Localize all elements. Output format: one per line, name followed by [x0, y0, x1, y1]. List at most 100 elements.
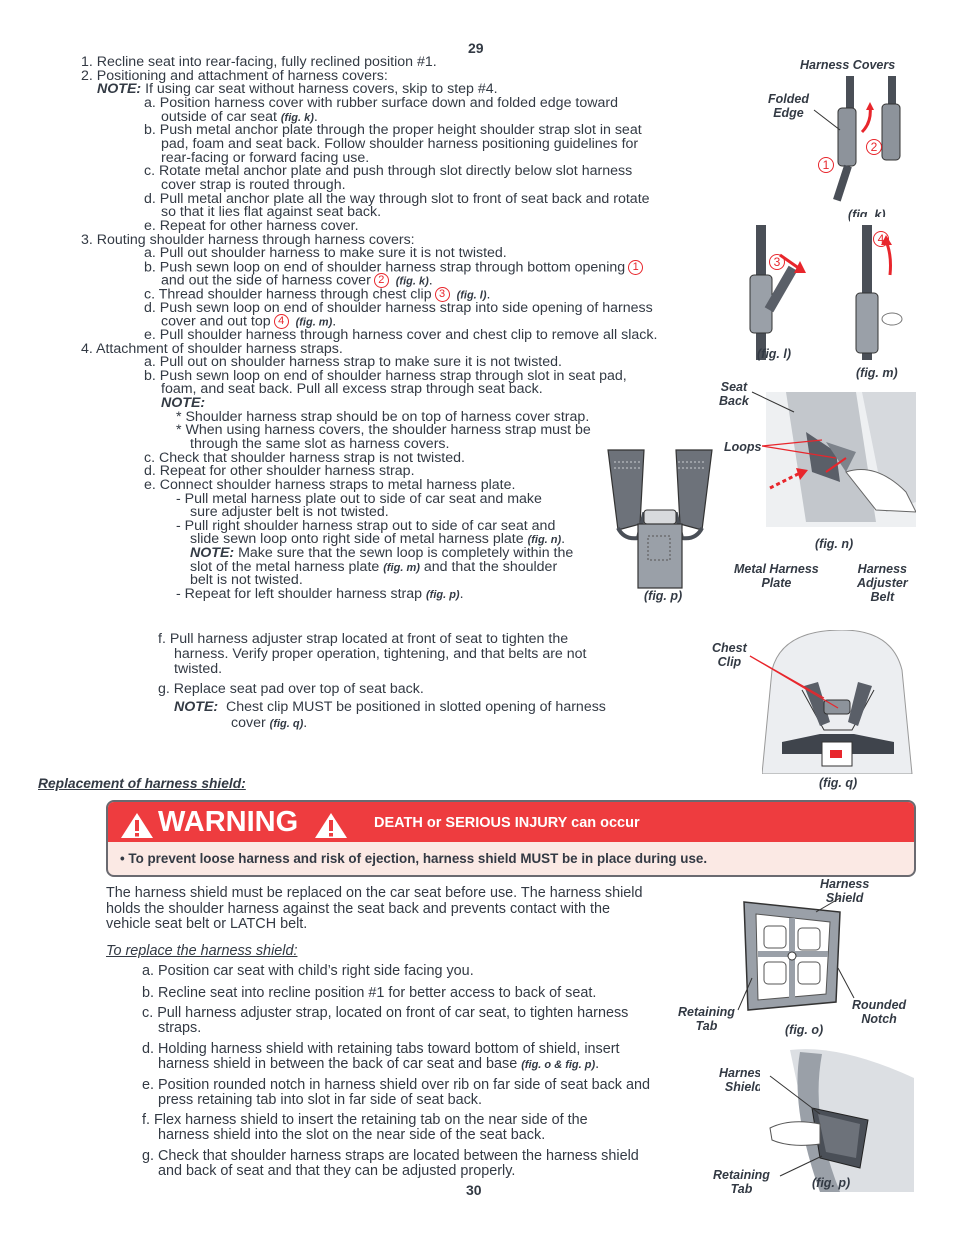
fig-k-illustration — [813, 76, 901, 202]
page-number-bottom: 30 — [466, 1182, 482, 1198]
step-2: 2. Positioning and attachment of harness… — [81, 68, 388, 84]
fig-p2-illustration — [760, 1048, 914, 1192]
fig-l-caption: (fig. l) — [757, 347, 792, 361]
replace-step-e-line1: e. Position rounded notch in harness shi… — [142, 1077, 650, 1093]
replace-step-d-line2: harness shield in between the back of ca… — [158, 1056, 600, 1072]
replace-step-f-line1: f. Flex harness shield to insert the ret… — [142, 1112, 588, 1128]
step-f-line3: twisted. — [174, 661, 223, 677]
fig-m-marker-4: 4 — [873, 231, 889, 247]
step-3e: e. Pull shoulder harness through harness… — [144, 327, 658, 343]
step-2e: e. Repeat for other harness cover. — [144, 218, 359, 234]
replace-subheading: To replace the harness shield: — [106, 943, 298, 959]
step-4c: c. Check that shoulder harness strap is … — [144, 450, 465, 466]
step-4a: a. Pull out on shoulder harness strap to… — [144, 354, 562, 370]
intro-line3: vehicle seat belt or LATCH belt. — [106, 916, 308, 932]
replace-step-g-line2: and back of seat and that they can be ad… — [158, 1163, 516, 1179]
replace-step-c-line2: straps. — [158, 1020, 202, 1036]
fig-q-caption: (fig. q) — [819, 776, 858, 790]
replace-step-f-line2: harness shield into the slot on the near… — [158, 1127, 546, 1143]
warning-subtitle: DEATH or SERIOUS INJURY can occur — [374, 815, 640, 831]
replace-step-e-line2: press retaining tab into slot in far sid… — [158, 1092, 482, 1108]
fig-n-caption: (fig. n) — [815, 537, 854, 551]
step-1: 1. Recline seat into rear-facing, fully … — [81, 54, 437, 70]
step-4b-star2-line1: * When using harness covers, the shoulde… — [176, 422, 591, 438]
warning-box: WARNING DEATH or SERIOUS INJURY can occu… — [106, 800, 916, 877]
step-3d-line1: d. Push sewn loop on end of shoulder har… — [144, 300, 653, 316]
warning-triangle-icon — [315, 813, 347, 838]
marker-3: 3 — [434, 287, 450, 302]
warning-title: WARNING — [158, 806, 299, 838]
fig-p2-caption: (fig. p) — [812, 1176, 851, 1190]
fig-n-leader-lines — [751, 391, 837, 459]
step-3: 3. Routing shoulder harness through harn… — [81, 232, 415, 248]
fig-l-m-illustration — [746, 217, 908, 363]
step-f-line1: f. Pull harness adjuster strap located a… — [158, 631, 569, 647]
fig-m-caption: (fig. m) — [856, 366, 898, 380]
step-4d: d. Repeat for other shoulder harness str… — [144, 463, 415, 479]
step-4e1-line2: sure adjuster belt is not twisted. — [190, 504, 389, 520]
step-4e: e. Connect shoulder harness straps to me… — [144, 477, 516, 493]
step-4e1-line1: - Pull metal harness plate out to side o… — [176, 491, 542, 507]
step-2-note: NOTE: If using car seat without harness … — [97, 81, 498, 97]
fig-p-caption: (fig. p) — [644, 589, 683, 603]
intro-line2: holds the shoulder harness against the s… — [106, 901, 610, 917]
marker-1: 1 — [628, 260, 644, 275]
step-2c-line2: cover strap is routed through. — [161, 177, 346, 193]
step-2a-line2: outside of car seat (fig. k). — [161, 109, 318, 125]
fig-o-illustration — [737, 898, 855, 1011]
replace-step-d-line1: d. Holding harness shield with retaining… — [142, 1041, 620, 1057]
step-2b-line3: rear-facing or forward facing use. — [161, 150, 370, 166]
step-3b-line1: b. Push sewn loop on end of shoulder har… — [144, 260, 646, 275]
fig-o-caption: (fig. o) — [785, 1023, 824, 1037]
step-4b-note: NOTE: — [161, 395, 206, 411]
fig-q-illustration — [762, 630, 914, 774]
step-2b-line1: b. Push metal anchor plate through the p… — [144, 122, 642, 138]
step-3c: c. Thread shoulder harness through chest… — [144, 286, 491, 303]
warning-header: WARNING DEATH or SERIOUS INJURY can occu… — [108, 802, 914, 842]
replace-step-a: a. Position car seat with child’s right … — [142, 963, 474, 979]
fig-n-loops-label: Loops — [724, 440, 762, 454]
warning-triangle-icon — [121, 813, 153, 838]
step-4b-star2-line2: through the same slot as harness covers. — [190, 436, 450, 452]
step-3a: a. Pull out shoulder harness to make sur… — [144, 245, 507, 261]
step-f-line2: harness. Verify proper operation, tighte… — [174, 646, 587, 662]
step-2d-line2: so that it lies flat against seat back. — [161, 204, 382, 220]
fig-k-marker-1: 1 — [818, 157, 834, 173]
step-4e3: - Repeat for left shoulder harness strap… — [176, 586, 464, 602]
marker-4: 4 — [273, 314, 289, 329]
step-4: 4. Attachment of shoulder harness straps… — [81, 341, 343, 357]
replace-step-g-line1: g. Check that shoulder harness straps ar… — [142, 1148, 639, 1164]
step-4b-line2: foam, and seat back. Pull all excess str… — [161, 381, 543, 397]
step-2d-line1: d. Pull metal anchor plate all the way t… — [144, 191, 650, 207]
page-number-top: 29 — [468, 40, 484, 56]
step-4b-star1: * Shoulder harness strap should be on to… — [176, 409, 590, 425]
fig-k-marker-2: 2 — [866, 139, 882, 155]
step-4e2-note-line1: NOTE: Make sure that the sewn loop is co… — [190, 545, 574, 561]
step-2c-line1: c. Rotate metal anchor plate and push th… — [144, 163, 633, 179]
step-g-note-line2: cover (fig. q). — [231, 715, 308, 731]
fig-l-marker-3: 3 — [769, 254, 785, 270]
step-4e2-note-line3: belt is not twisted. — [190, 572, 303, 588]
replace-step-b: b. Recline seat into recline position #1… — [142, 985, 597, 1001]
step-4e2-note-line2: slot of the metal harness plate (fig. m)… — [190, 559, 558, 575]
marker-2: 2 — [373, 273, 389, 288]
step-2b-line2: pad, foam and seat back. Follow shoulder… — [161, 136, 639, 152]
fig-k-title: Harness Covers — [800, 58, 896, 72]
fig-p-illustration — [607, 449, 713, 589]
intro-line1: The harness shield must be replaced on t… — [106, 885, 643, 901]
replace-step-c-line1: c. Pull harness adjuster strap, located … — [142, 1005, 629, 1021]
step-g: g. Replace seat pad over top of seat bac… — [158, 681, 424, 697]
step-2a-line1: a. Position harness cover with rubber su… — [144, 95, 618, 111]
